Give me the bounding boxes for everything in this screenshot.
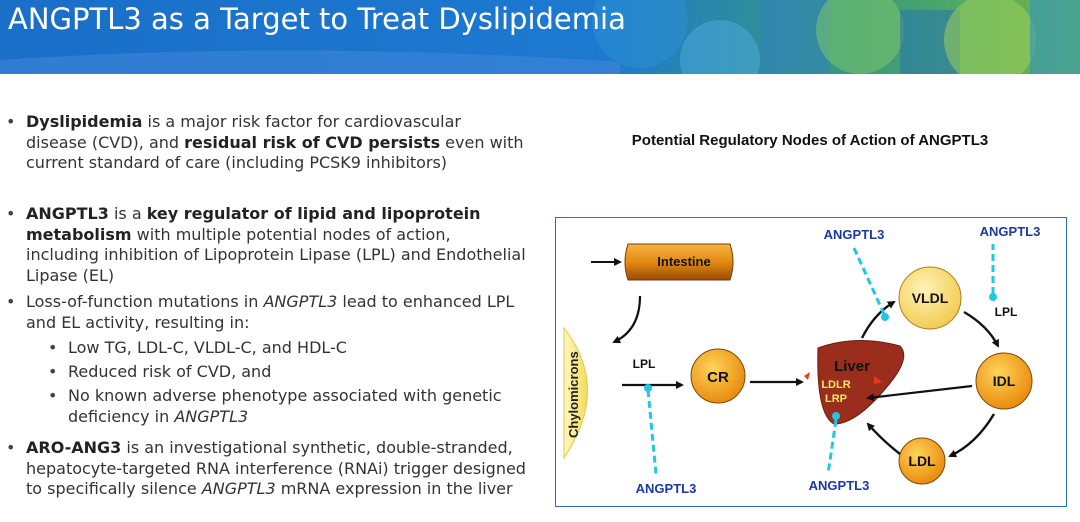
bullet-2-seg-1: ANGPTL3 — [26, 204, 109, 223]
angptl3-top-right-label: ANGPTL3 — [980, 224, 1041, 239]
angptl3-inhibit-line-top — [852, 247, 886, 315]
idl-to-ldl-arrow — [948, 413, 996, 458]
banner-decoration — [0, 0, 1080, 74]
lrp-label: LRP — [825, 393, 847, 405]
idl-node — [975, 352, 1033, 410]
sub-bullet-3: No known adverse phenotype associated wi… — [68, 386, 528, 427]
intestine-shape — [624, 243, 734, 281]
bullet-4-seg-1: ARO-ANG3 — [26, 438, 122, 457]
lipoprotein-pathway-diagram: Chylomicrons Intestine LPL ANGPTL3 CR Li… — [555, 217, 1067, 507]
idl-label: IDL — [993, 373, 1016, 389]
sub-bullet-marker: • — [48, 338, 58, 357]
ldl-node — [898, 437, 946, 485]
bullet-4: ARO-ANG3 is an investigational synthetic… — [26, 438, 526, 500]
sub-bullet-2: Reduced risk of CVD, and — [68, 362, 528, 383]
bullet-1-seg-2: is a major risk factor for cardiovascula… — [26, 112, 461, 152]
bullet-3-seg-1: Loss-of-function mutations in — [26, 292, 264, 311]
ldlr-label: LDLR — [821, 379, 850, 391]
lpl-left-dot — [644, 384, 652, 392]
sub-bullet-marker: • — [48, 362, 58, 381]
bullet-2-seg-4: with multiple potential nodes of action,… — [26, 224, 526, 285]
diagram-title: Potential Regulatory Nodes of Action of … — [631, 132, 989, 149]
lpl-left-label: LPL — [633, 357, 656, 371]
sub-bullet-3-text: No known adverse phenotype associated wi… — [68, 386, 502, 426]
bullet-4-seg-2: is an investigational synthetic, double-… — [26, 438, 526, 498]
vldl-label: VLDL — [912, 290, 949, 306]
slide-title: ANGPTL3 as a Target to Treat Dyslipidemi… — [8, 2, 626, 36]
bullet-3-seg-2: ANGPTL3 — [263, 292, 338, 311]
angptl3-inhibit-line-left — [646, 389, 658, 475]
angptl3-bottom-middle-label: ANGPTL3 — [809, 478, 870, 493]
ldlr-burst — [804, 372, 882, 384]
bullet-marker: • — [6, 112, 16, 131]
idl-to-liver-arrow — [866, 384, 973, 402]
angptl3-bottom-left-label: ANGPTL3 — [636, 481, 697, 496]
cr-label: CR — [707, 369, 729, 386]
intestine-to-chylomicron-arrow — [612, 295, 642, 344]
sub-bullet-2-text: Reduced risk of CVD, and — [68, 362, 272, 381]
sub-bullet-marker: • — [48, 386, 58, 405]
ldl-to-liver-arrow — [866, 422, 901, 455]
sub-bullet-1-text: Low TG, LDL-C, VLDL-C, and HDL-C — [68, 338, 347, 357]
bullet-4-seg-3: ANGPTL3 — [201, 479, 276, 498]
liver-label: Liver — [834, 358, 870, 375]
intestine-label: Intestine — [657, 254, 710, 269]
angptl3-top-middle-label: ANGPTL3 — [824, 227, 885, 242]
chylomicrons-shape — [563, 326, 588, 460]
bullet-marker: • — [6, 204, 16, 223]
bullet-1-seg-3: residual risk of CVD persists — [184, 132, 441, 152]
lpl-right-label: LPL — [995, 305, 1018, 319]
vldl-node — [898, 266, 962, 330]
bullet-2-seg-2: is a — [108, 204, 147, 223]
liver-shape — [817, 340, 905, 425]
bullet-2-seg-3: key regulator of lipid and lipoprotein m… — [26, 204, 481, 244]
bullet-marker: • — [6, 438, 16, 457]
angptl3-top-dot — [881, 313, 889, 321]
liver-to-vldl-arrow — [860, 300, 896, 339]
title-banner: ANGPTL3 as a Target to Treat Dyslipidemi… — [0, 0, 1080, 74]
bullet-1: Dyslipidemia is a major risk factor for … — [26, 112, 526, 174]
sub-bullet-1: Low TG, LDL-C, VLDL-C, and HDL-C — [68, 338, 528, 359]
ldl-label: LDL — [908, 453, 936, 469]
bullet-4-seg-4: mRNA expression in the liver — [275, 479, 513, 498]
bullet-3: Loss-of-function mutations in ANGPTL3 le… — [26, 292, 526, 333]
bullet-1-seg-4: even with current standard of care (incl… — [26, 132, 524, 173]
lpl-right-dot — [989, 293, 997, 301]
pathway-svg: Chylomicrons Intestine LPL ANGPTL3 CR Li… — [563, 224, 1041, 496]
chylomicrons-label: Chylomicrons — [566, 351, 581, 438]
bullet-3-seg-3: lead to enhanced LPL and EL activity, re… — [26, 292, 515, 332]
sub-bullet-3-italic: ANGPTL3 — [174, 406, 249, 426]
angptl3-bottom-dot — [832, 412, 840, 420]
bullet-marker: • — [6, 292, 16, 311]
bullet-2: ANGPTL3 is a key regulator of lipid and … — [26, 204, 526, 286]
cr-node — [690, 348, 746, 404]
angptl3-inhibit-line-bottom — [826, 419, 838, 475]
bullet-1-seg-1: Dyslipidemia — [26, 112, 143, 131]
vldl-to-idl-arrow — [963, 310, 1000, 348]
